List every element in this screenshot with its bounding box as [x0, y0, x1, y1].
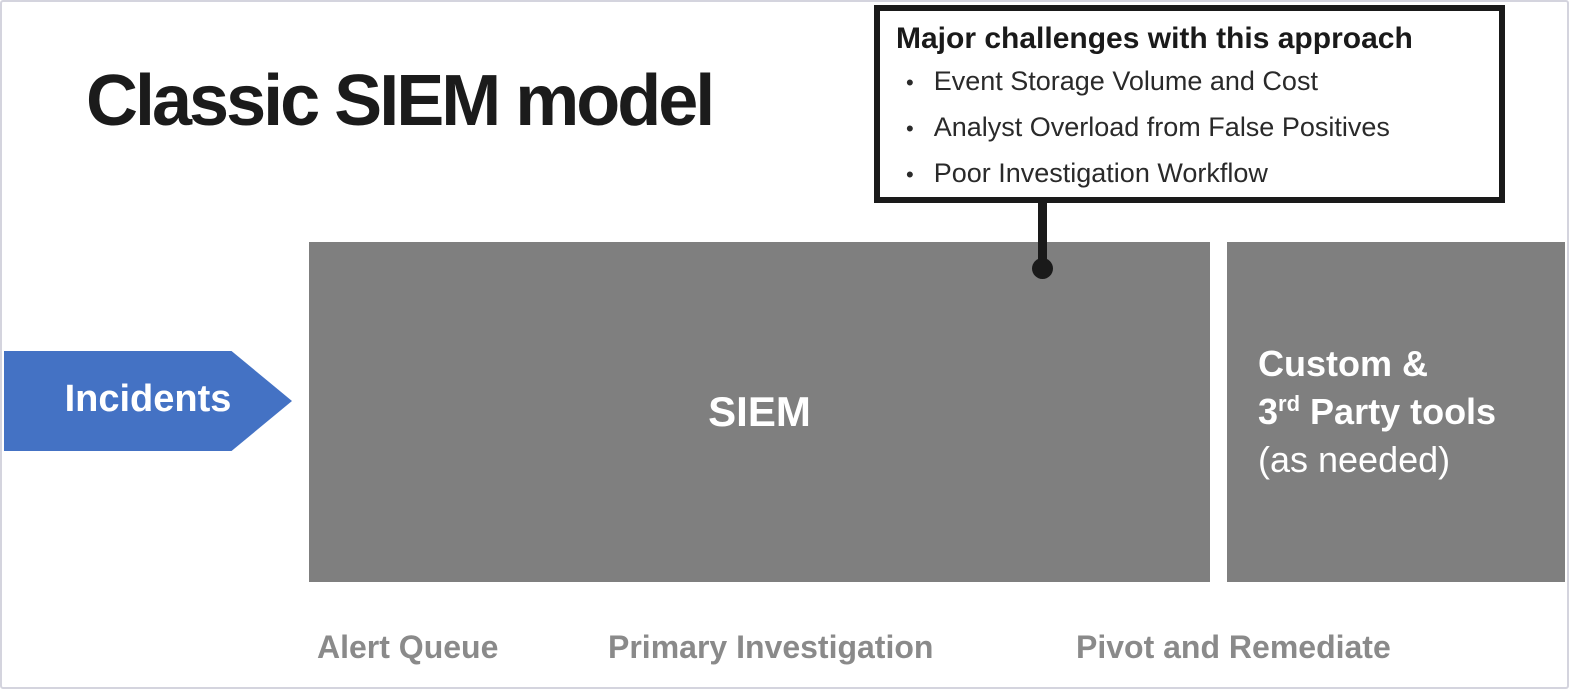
siem-label: SIEM	[708, 388, 811, 435]
bullet-dot-icon: •	[906, 116, 914, 141]
ordinal-superscript: rd	[1278, 391, 1301, 416]
incidents-label: Incidents	[64, 377, 232, 420]
tools-label-line3: (as needed)	[1258, 439, 1451, 480]
callout-connector-dot	[1032, 258, 1053, 279]
callout-bullet-item: • Poor Investigation Workflow	[896, 151, 1489, 197]
tools-label-line1: Custom &	[1258, 343, 1428, 384]
siem-box: SIEM	[309, 242, 1210, 582]
callout-title: Major challenges with this approach	[896, 22, 1413, 55]
callout-box: Major challenges with this approach • Ev…	[874, 5, 1505, 203]
callout-bullet-item: • Analyst Overload from False Positives	[896, 105, 1489, 151]
bullet-dot-icon: •	[906, 70, 914, 95]
ordinal-number: 3	[1258, 391, 1279, 432]
stage-label-alert-queue: Alert Queue	[317, 629, 499, 665]
tools-label-line2-rest: Party tools	[1300, 391, 1497, 432]
bullet-dot-icon: •	[906, 162, 914, 187]
callout-bullet-item: • Event Storage Volume and Cost	[896, 59, 1489, 105]
callout-connector-line	[1038, 200, 1047, 264]
callout-bullet-text: Poor Investigation Workflow	[933, 158, 1268, 188]
callout-bullet-text: Event Storage Volume and Cost	[933, 66, 1318, 96]
stage-label-primary-investigation: Primary Investigation	[608, 629, 934, 665]
callout-bullet-list: • Event Storage Volume and Cost • Analys…	[896, 59, 1489, 197]
page-title: Classic SIEM model	[86, 61, 715, 141]
custom-tools-box: Custom & 3rd Party tools (as needed)	[1227, 242, 1565, 582]
incidents-arrow-shape: Incidents	[4, 351, 292, 451]
callout-bullet-text: Analyst Overload from False Positives	[933, 112, 1390, 142]
tools-label-line2: 3rd Party tools	[1258, 388, 1565, 436]
stage-label-pivot-and-remediate: Pivot and Remediate	[1076, 629, 1391, 665]
